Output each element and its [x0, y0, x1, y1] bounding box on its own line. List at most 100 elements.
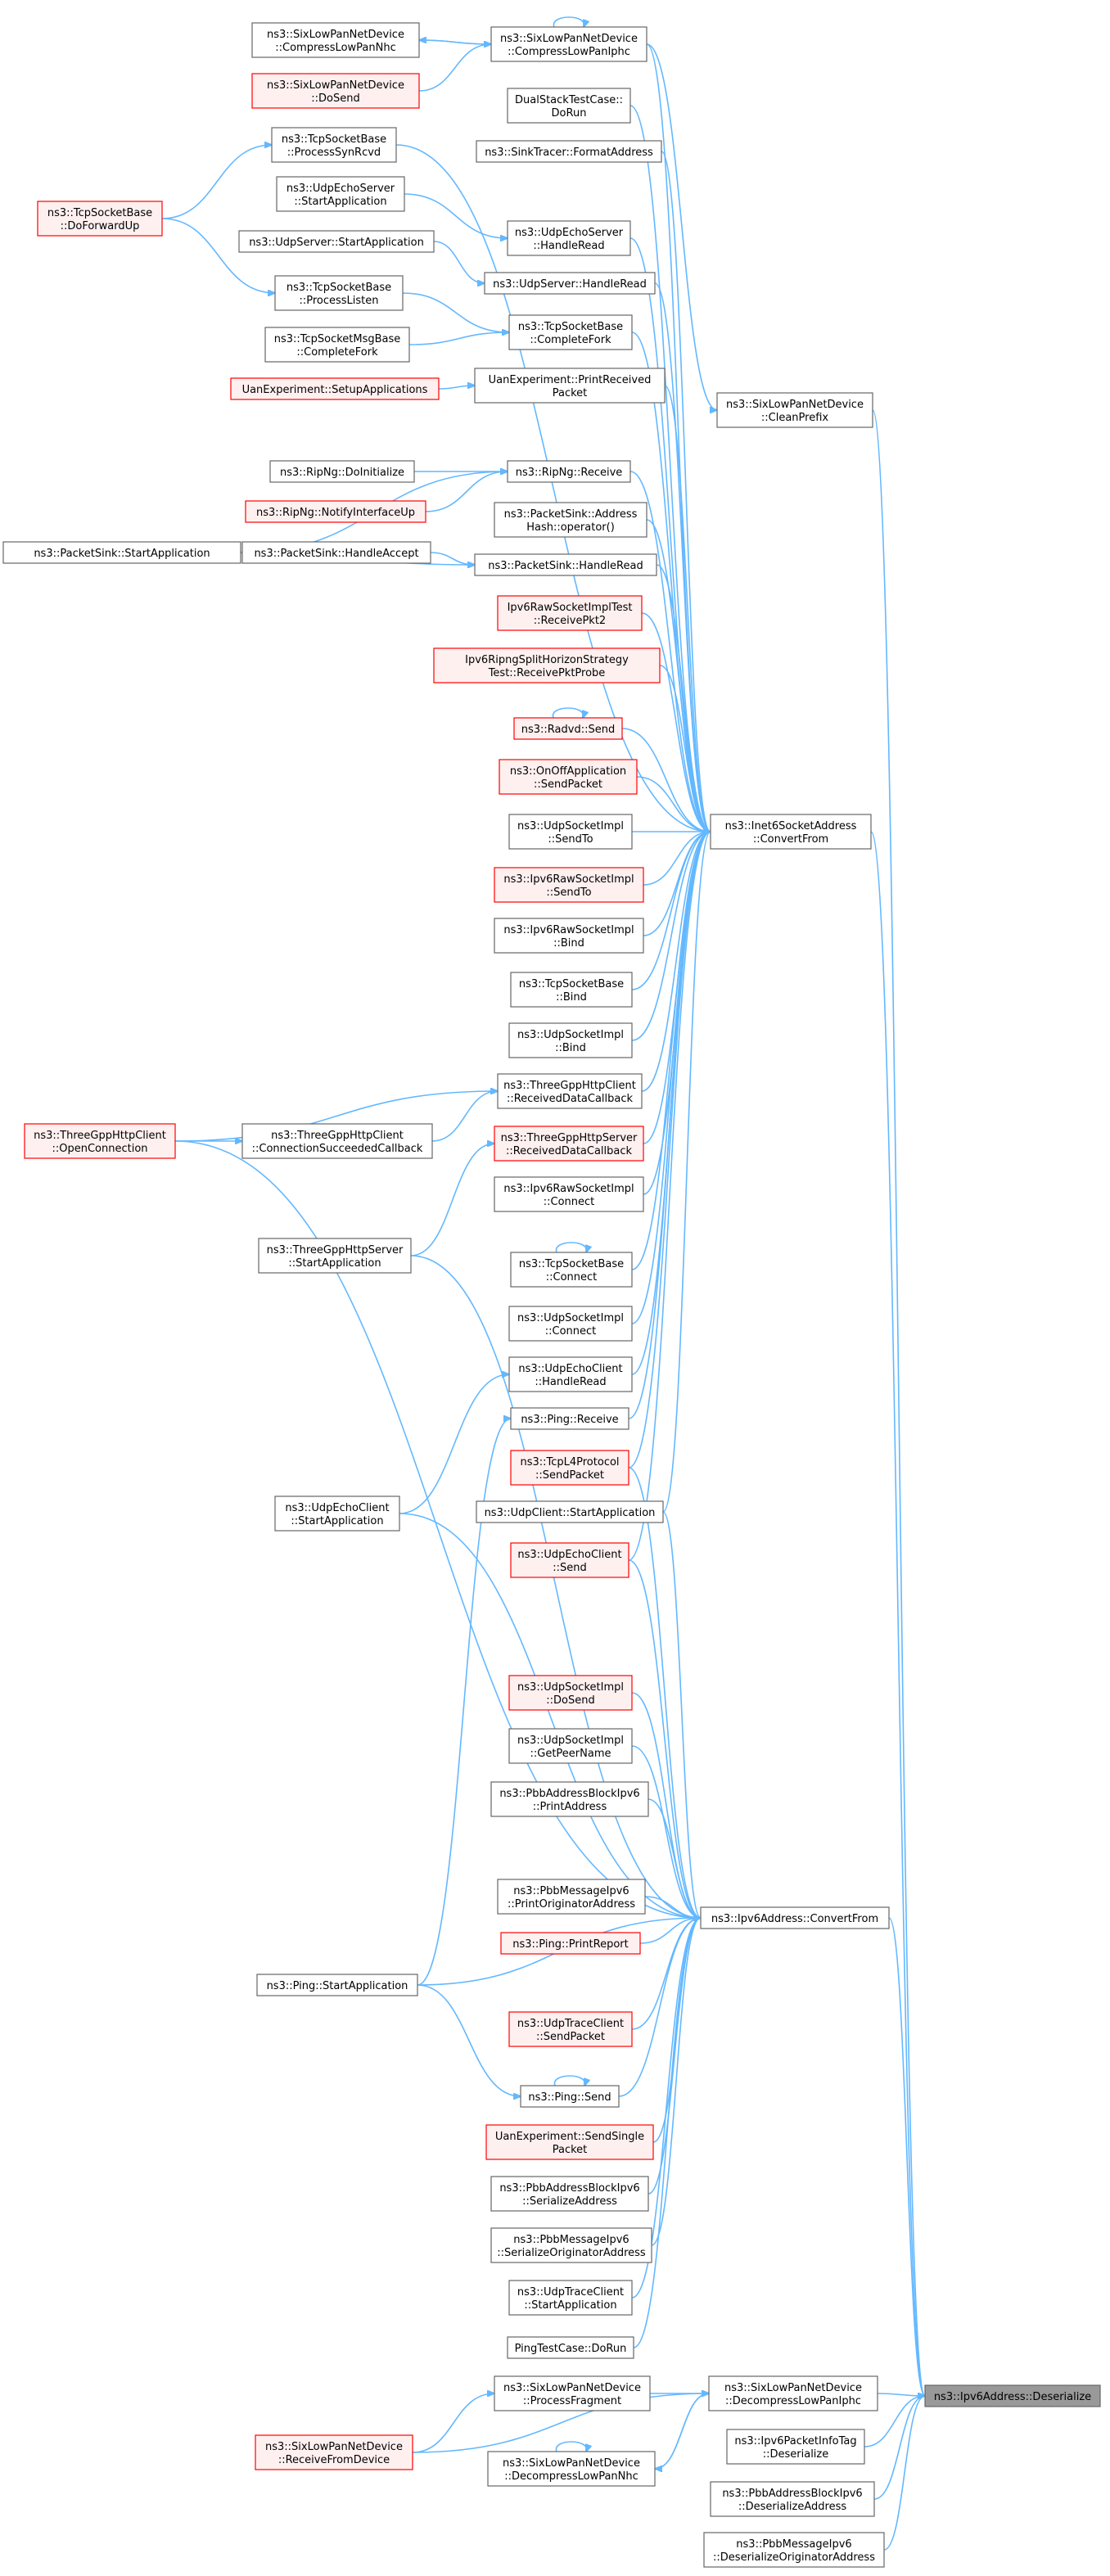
node-label-line: ::SendPacket — [535, 1469, 604, 1482]
edge-path — [631, 832, 711, 1041]
node-pbb-msg-print[interactable]: ns3::PbbMessageIpv6::PrintOriginatorAddr… — [497, 1879, 646, 1915]
node-label-line: ns3::TcpSocketBase — [287, 282, 391, 294]
node-ipv6raw-connect[interactable]: ns3::Ipv6RawSocketImpl::Connect — [494, 1176, 644, 1212]
node-six-procfrag[interactable]: ns3::SixLowPanNetDevice::ProcessFragment — [494, 2375, 651, 2411]
node-udpechoclient-start[interactable]: ns3::UdpEchoClient::StartApplication — [274, 1496, 400, 1532]
node-udpsocket-sendto[interactable]: ns3::UdpSocketImpl::SendTo — [508, 814, 633, 850]
node-label-line: ::ReceivedDataCallback — [507, 1093, 634, 1105]
node-box — [508, 314, 633, 350]
node-udpserver-start[interactable]: ns3::UdpServer::StartApplication — [238, 230, 435, 253]
node-http-client-recv[interactable]: ns3::ThreeGppHttpClient::ReceivedDataCal… — [497, 1073, 643, 1109]
node-udpsocket-getpeer[interactable]: ns3::UdpSocketImpl::GetPeerName — [508, 1728, 633, 1764]
node-tcp-doforwardup[interactable]: ns3::TcpSocketBase::DoForwardUp — [37, 201, 163, 237]
node-udpsocket-connect[interactable]: ns3::UdpSocketImpl::Connect — [508, 1306, 633, 1342]
node-udpserver-handleread[interactable]: ns3::UdpServer::HandleRead — [484, 272, 656, 295]
node-udptrace-send[interactable]: ns3::UdpTraceClient::SendPacket — [508, 2011, 633, 2047]
node-ipv6pkt-deser[interactable]: ns3::Ipv6PacketInfoTag::Deserialize — [726, 2429, 865, 2465]
edge-path — [555, 1242, 586, 1252]
node-tcpl4-send[interactable]: ns3::TcpL4Protocol::SendPacket — [510, 1450, 629, 1486]
node-packetsink-handleread[interactable]: ns3::PacketSink::HandleRead — [474, 553, 657, 576]
node-udpechoclient-send[interactable]: ns3::UdpEchoClient::Send — [510, 1542, 629, 1578]
node-pbb-msg-ser[interactable]: ns3::PbbMessageIpv6::SerializeOriginator… — [490, 2227, 652, 2263]
node-tcp-bind[interactable]: ns3::TcpSocketBase::Bind — [510, 972, 633, 1008]
nodes-layer: ns3::SixLowPanNetDevice::CompressLowPanN… — [2, 22, 1101, 2568]
node-udpsocket-dosend[interactable]: ns3::UdpSocketImpl::DoSend — [508, 1675, 633, 1711]
node-box — [508, 814, 633, 850]
edge-ping-start-to-ping-send — [417, 1984, 521, 2096]
node-packetsink-start[interactable]: ns3::PacketSink::StartApplication — [2, 541, 241, 564]
node-box — [485, 2124, 654, 2160]
node-label-line: ::DeserializeOriginatorAddress — [713, 2551, 875, 2564]
node-six-dosend[interactable]: ns3::SixLowPanNetDevice::DoSend — [251, 73, 420, 109]
node-udpclient-start[interactable]: ns3::UdpClient::StartApplication — [476, 1500, 664, 1523]
node-http-connsucc[interactable]: ns3::ThreeGppHttpClient::ConnectionSucce… — [241, 1123, 433, 1159]
node-ipv6raw-sendto[interactable]: ns3::Ipv6RawSocketImpl::SendTo — [494, 867, 644, 903]
node-ipv6raw-test[interactable]: Ipv6RawSocketImplTest::ReceivePkt2 — [497, 595, 643, 631]
node-http-server-start[interactable]: ns3::ThreeGppHttpServer::StartApplicatio… — [258, 1238, 412, 1274]
node-six-cleanprefix[interactable]: ns3::SixLowPanNetDevice::CleanPrefix — [716, 392, 873, 428]
edge-six-recv-to-six-decomp-iphc — [412, 2393, 709, 2453]
node-udpechoclient-handleread[interactable]: ns3::UdpEchoClient::HandleRead — [508, 1356, 633, 1392]
node-label-line: ns3::PbbAddressBlockIpv6 — [499, 2182, 639, 2195]
node-tcp-processlisten[interactable]: ns3::TcpSocketBase::ProcessListen — [274, 275, 404, 311]
node-ripng-receive[interactable]: ns3::RipNg::Receive — [507, 460, 631, 483]
node-tcp-completefork[interactable]: ns3::TcpSocketBase::CompleteFork — [508, 314, 633, 350]
node-pingtest[interactable]: PingTestCase::DoRun — [507, 2336, 634, 2359]
node-label-line: ns3::UdpEchoClient — [285, 1502, 389, 1514]
node-box — [276, 176, 405, 212]
node-label-line: ns3::Radvd::Send — [521, 724, 615, 736]
node-ping-printreport[interactable]: ns3::Ping::PrintReport — [500, 1932, 641, 1955]
node-ping-send[interactable]: ns3::Ping::Send — [520, 2085, 620, 2108]
node-udpechoserver-start[interactable]: ns3::UdpEchoServer::StartApplication — [276, 176, 405, 212]
node-udpsocket-bind[interactable]: ns3::UdpSocketImpl::Bind — [508, 1022, 633, 1058]
node-pbb-block-deser[interactable]: ns3::PbbAddressBlockIpv6::DeserializeAdd… — [710, 2481, 875, 2517]
node-udptrace-start[interactable]: ns3::UdpTraceClient::StartApplication — [508, 2280, 633, 2316]
node-ping-receive[interactable]: ns3::Ping::Receive — [510, 1407, 629, 1430]
node-ripng-split[interactable]: Ipv6RipngSplitHorizonStrategyTest::Recei… — [433, 647, 661, 683]
node-ripng-doinit[interactable]: ns3::RipNg::DoInitialize — [269, 460, 415, 483]
edge-pbb-block-ser-to-ipv6addr-convertfrom — [648, 1918, 701, 2195]
node-label-line: ::SendTo — [546, 886, 591, 899]
node-pbb-block-print[interactable]: ns3::PbbAddressBlockIpv6::PrintAddress — [490, 1781, 649, 1817]
node-uan-setup[interactable]: UanExperiment::SetupApplications — [230, 377, 440, 400]
node-onoff-send[interactable]: ns3::OnOffApplication::SendPacket — [499, 759, 638, 795]
node-pbb-msg-deser[interactable]: ns3::PbbMessageIpv6::DeserializeOriginat… — [703, 2532, 885, 2568]
node-six-recv[interactable]: ns3::SixLowPanNetDevice::ReceiveFromDevi… — [255, 2434, 413, 2470]
node-ipv6raw-bind[interactable]: ns3::Ipv6RawSocketImpl::Bind — [494, 918, 644, 954]
node-ping-start[interactable]: ns3::Ping::StartApplication — [256, 1974, 418, 1996]
edge-ripng-split-to-inet6-convertfrom — [659, 665, 711, 832]
node-pbb-block-ser[interactable]: ns3::PbbAddressBlockIpv6::SerializeAddre… — [490, 2176, 649, 2212]
node-tcpmsg-completefork[interactable]: ns3::TcpSocketMsgBase::CompleteFork — [264, 327, 410, 363]
node-label-line: ::PrintAddress — [533, 1801, 607, 1813]
node-packetsink-accept[interactable]: ns3::PacketSink::HandleAccept — [241, 541, 431, 564]
node-inet6-convertfrom[interactable]: ns3::Inet6SocketAddress::ConvertFrom — [710, 814, 872, 850]
node-tcp-processsynrcvd[interactable]: ns3::TcpSocketBase::ProcessSynRcvd — [271, 127, 397, 163]
node-tcp-connect[interactable]: ns3::TcpSocketBase::Connect — [510, 1252, 633, 1288]
edge-http-server-start-to-http-server-recv — [410, 1144, 494, 1256]
node-label-line: ::StartApplication — [288, 1257, 381, 1270]
node-radvd-send[interactable]: ns3::Radvd::Send — [513, 717, 623, 740]
node-label-line: ns3::SixLowPanNetDevice — [267, 79, 404, 92]
node-sinktracer[interactable]: ns3::SinkTracer::FormatAddress — [476, 140, 662, 163]
node-six-decomp-nhc[interactable]: ns3::SixLowPanNetDevice::DecompressLowPa… — [487, 2451, 656, 2487]
node-box — [494, 2375, 651, 2411]
node-http-openconn[interactable]: ns3::ThreeGppHttpClient::OpenConnection — [24, 1123, 176, 1159]
node-six-compress-iphc[interactable]: ns3::SixLowPanNetDevice::CompressLowPanI… — [490, 26, 648, 62]
edge-path — [402, 292, 509, 332]
node-label-line: ns3::SixLowPanNetDevice — [503, 2382, 641, 2394]
node-six-compress-nhc[interactable]: ns3::SixLowPanNetDevice::CompressLowPanN… — [251, 22, 420, 58]
edge-path — [662, 1511, 701, 1918]
edge-path — [431, 1091, 498, 1142]
node-dualstack[interactable]: DualStackTestCase::DoRun — [507, 88, 631, 124]
node-ipv6addr-deser[interactable]: ns3::Ipv6Address::Deserialize — [924, 2384, 1101, 2407]
node-six-decomp-iphc[interactable]: ns3::SixLowPanNetDevice::DecompressLowPa… — [708, 2375, 878, 2411]
edge-path — [643, 832, 711, 886]
node-udpechoserver-handleread[interactable]: ns3::UdpEchoServer::HandleRead — [507, 220, 631, 256]
node-http-server-recv[interactable]: ns3::ThreeGppHttpServer::ReceivedDataCal… — [494, 1126, 644, 1162]
node-ripng-notify[interactable]: ns3::RipNg::NotifyInterfaceUp — [245, 500, 426, 523]
node-label-line: ::Connect — [544, 1196, 595, 1208]
node-ipv6addr-convertfrom[interactable]: ns3::Ipv6Address::ConvertFrom — [700, 1906, 890, 1929]
